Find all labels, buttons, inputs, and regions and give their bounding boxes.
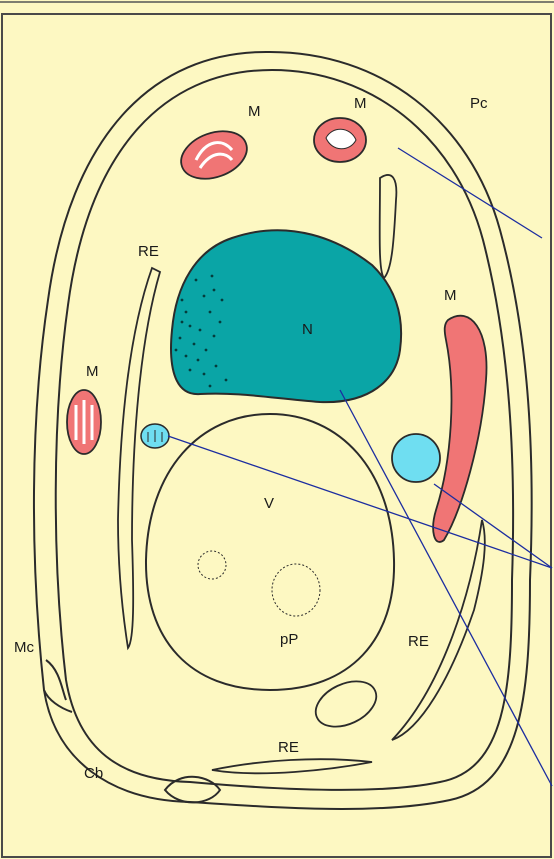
label-m-top-left: M xyxy=(248,103,261,120)
label-mc: Mc xyxy=(14,639,34,656)
label-n: N xyxy=(302,321,313,338)
vacuole xyxy=(146,414,394,690)
label-pp: pP xyxy=(280,631,298,648)
label-re-right: RE xyxy=(408,633,429,650)
label-m-left: M xyxy=(86,363,99,380)
vesicle-right xyxy=(392,434,440,482)
label-re-left: RE xyxy=(138,243,159,260)
label-m-top-center: M xyxy=(354,95,367,112)
label-m-right: M xyxy=(444,287,457,304)
label-v: V xyxy=(264,495,274,512)
label-cb: Cb xyxy=(84,765,103,782)
label-re-bottom: RE xyxy=(278,739,299,756)
label-pc: Pc xyxy=(470,95,488,112)
